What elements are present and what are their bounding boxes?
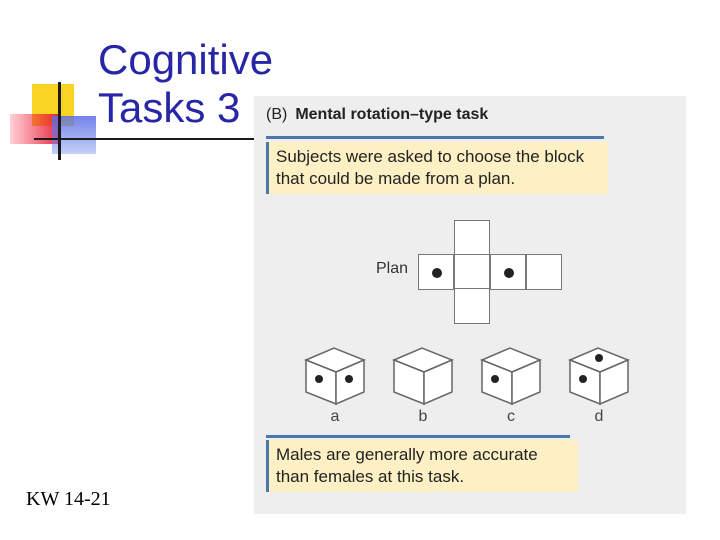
net-dot [504,268,514,278]
plan-label: Plan [376,260,409,277]
instruction-note: Subjects were asked to choose the block … [266,142,608,194]
title-underline [34,138,274,140]
cube-option-b [392,347,454,406]
option-label-b: b [418,408,428,425]
mental-rotation-figure: (B) Mental rotation–type task Subjects we… [254,96,686,514]
cube-option-d [568,347,630,406]
net-face-right [490,254,526,290]
conclusion-rule [266,435,570,438]
figure-panel-letter: (B) [266,106,288,123]
net-face-left [418,254,454,290]
option-label-d: d [594,408,604,425]
figure-heading: (B) Mental rotation–type task [266,106,488,124]
option-label-c: c [507,408,515,425]
figure-heading-text: Mental rotation–type task [295,106,489,123]
decor-vertical-line [58,82,61,160]
cube-option-a [304,347,366,406]
conclusion-note: Males are generally more accurate than f… [266,440,578,492]
net-face-bottom [454,288,490,324]
option-label-a: a [330,408,340,425]
slide-title: Cognitive Tasks 3 [98,36,273,132]
net-dot [432,268,442,278]
figure-heading-rule [266,136,604,139]
slide-title-line-1: Cognitive [98,36,274,83]
net-face-top [454,220,490,256]
net-face-center [454,254,490,290]
slide-title-line-2: Tasks 3 [98,84,241,131]
net-face-far-right [526,254,562,290]
cube-option-c [480,347,542,406]
slide-footer-code: KW 14-21 [26,488,111,510]
